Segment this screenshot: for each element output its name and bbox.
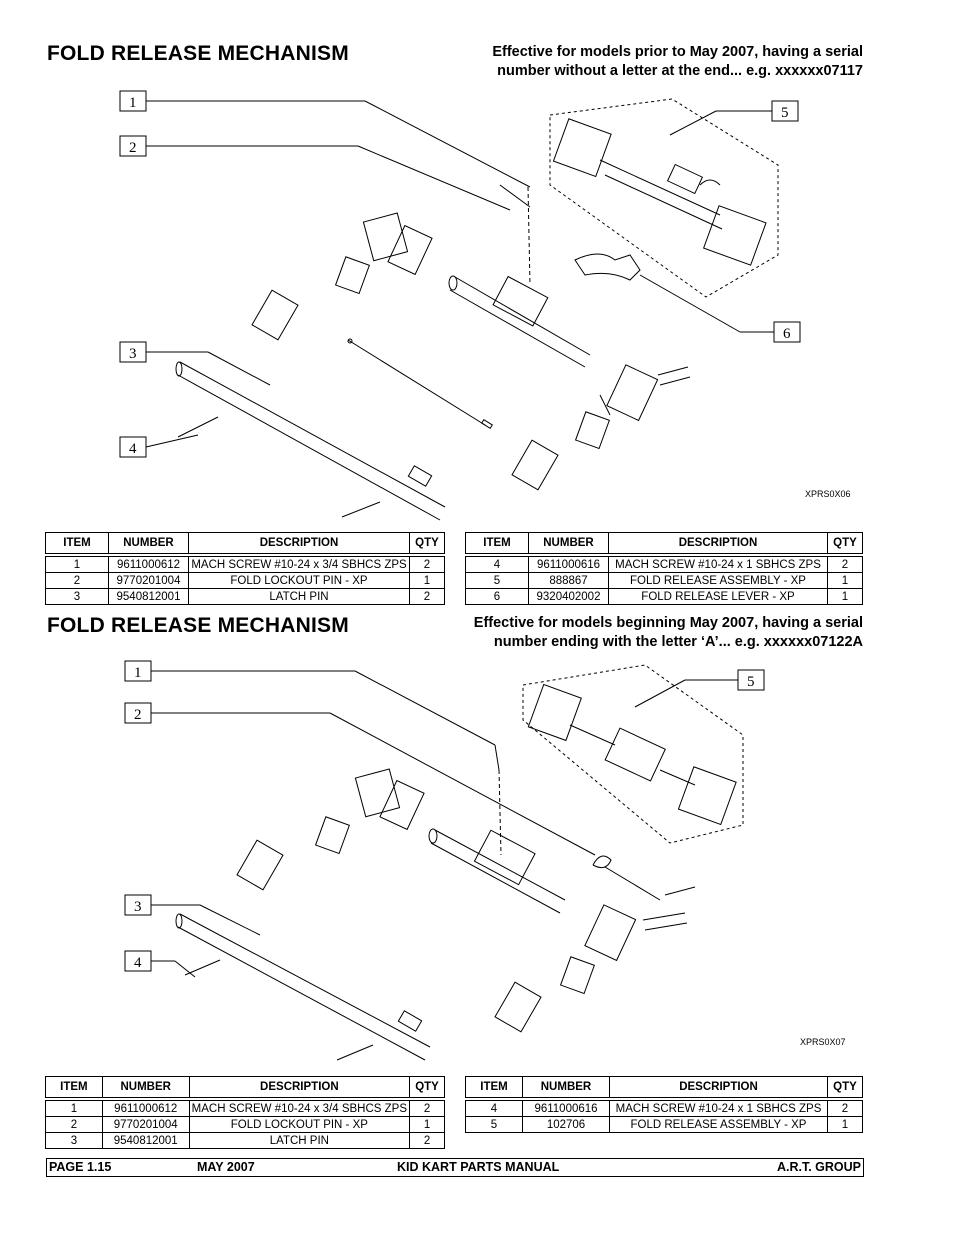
section-2-title: FOLD RELEASE MECHANISM [47, 614, 349, 637]
col-description: DESCRIPTION [188, 532, 410, 554]
section-1-effectivity-note: Effective for models prior to May 2007, … [420, 43, 863, 81]
callout-4: 4 [119, 436, 147, 458]
svg-text:4: 4 [134, 955, 142, 971]
callout-4: 4 [124, 950, 152, 972]
section-2-effectivity-note: Effective for models beginning May 2007,… [420, 614, 863, 652]
note-line-1: Effective for models beginning May 2007,… [473, 615, 863, 631]
svg-text:1: 1 [129, 95, 137, 111]
col-qty: QTY [409, 1076, 445, 1098]
col-description: DESCRIPTION [608, 532, 828, 554]
drawing-code-1: XPRS0X06 [805, 489, 851, 499]
main-tube [448, 275, 591, 368]
col-number: NUMBER [101, 1076, 190, 1098]
col-description: DESCRIPTION [609, 1076, 828, 1098]
section-1-title: FOLD RELEASE MECHANISM [47, 42, 349, 65]
drawing-code-2: XPRS0X07 [800, 1037, 846, 1047]
svg-text:1: 1 [134, 665, 142, 681]
exploded-diagram-2: 1 2 3 4 5 XPR [124, 660, 846, 1061]
main-tube [428, 828, 566, 914]
svg-text:5: 5 [781, 105, 789, 121]
right-bracket [494, 904, 637, 1033]
col-qty: QTY [827, 1076, 863, 1098]
callout-5: 5 [737, 669, 765, 691]
lockout-cable [347, 338, 493, 430]
left-bracket [251, 212, 433, 341]
assembly-inset [552, 118, 767, 266]
footer-date: MAY 2007 [197, 1160, 255, 1174]
callout-5: 5 [771, 100, 799, 122]
callout-6: 6 [773, 321, 801, 343]
lower-tube [175, 913, 431, 1061]
col-item: ITEM [465, 1076, 523, 1098]
callout-1: 1 [119, 90, 147, 112]
col-description: DESCRIPTION [188, 1076, 411, 1098]
col-item: ITEM [45, 1076, 103, 1098]
exploded-diagram-1: 1 2 3 4 5 6 [119, 90, 851, 521]
footer-manual: KID KART PARTS MANUAL [397, 1160, 560, 1174]
callout-2: 2 [124, 702, 152, 724]
callout-1: 1 [124, 660, 152, 682]
col-number: NUMBER [108, 532, 189, 554]
page-footer: PAGE 1.15 MAY 2007 KID KART PARTS MANUAL… [46, 1158, 864, 1177]
left-bracket [236, 768, 425, 891]
release-lever [574, 253, 641, 281]
callout-2: 2 [119, 135, 147, 157]
svg-text:4: 4 [129, 441, 137, 457]
svg-text:2: 2 [129, 140, 137, 156]
footer-group: A.R.T. GROUP [776, 1160, 861, 1174]
col-number: NUMBER [522, 1076, 610, 1098]
svg-text:6: 6 [783, 326, 791, 342]
note-line-2: number ending with the letter ‘A’... e.g… [493, 634, 863, 650]
col-qty: QTY [827, 532, 863, 554]
assembly-inset [527, 683, 737, 826]
callout-3: 3 [119, 341, 147, 363]
col-item: ITEM [465, 532, 529, 554]
svg-text:5: 5 [747, 674, 755, 690]
lower-tube [175, 361, 446, 521]
screws [184, 744, 696, 1061]
svg-text:2: 2 [134, 707, 142, 723]
lockout-cable [592, 855, 661, 901]
footer-page: PAGE 1.15 [49, 1160, 112, 1174]
screws [177, 184, 691, 518]
col-item: ITEM [45, 532, 109, 554]
col-qty: QTY [409, 532, 445, 554]
svg-text:3: 3 [134, 899, 142, 915]
col-number: NUMBER [528, 532, 609, 554]
svg-text:3: 3 [129, 346, 137, 362]
right-bracket [511, 364, 659, 491]
note-line-2: number without a letter at the end... e.… [497, 63, 863, 79]
callout-3: 3 [124, 894, 152, 916]
note-line-1: Effective for models prior to May 2007, … [492, 44, 863, 60]
